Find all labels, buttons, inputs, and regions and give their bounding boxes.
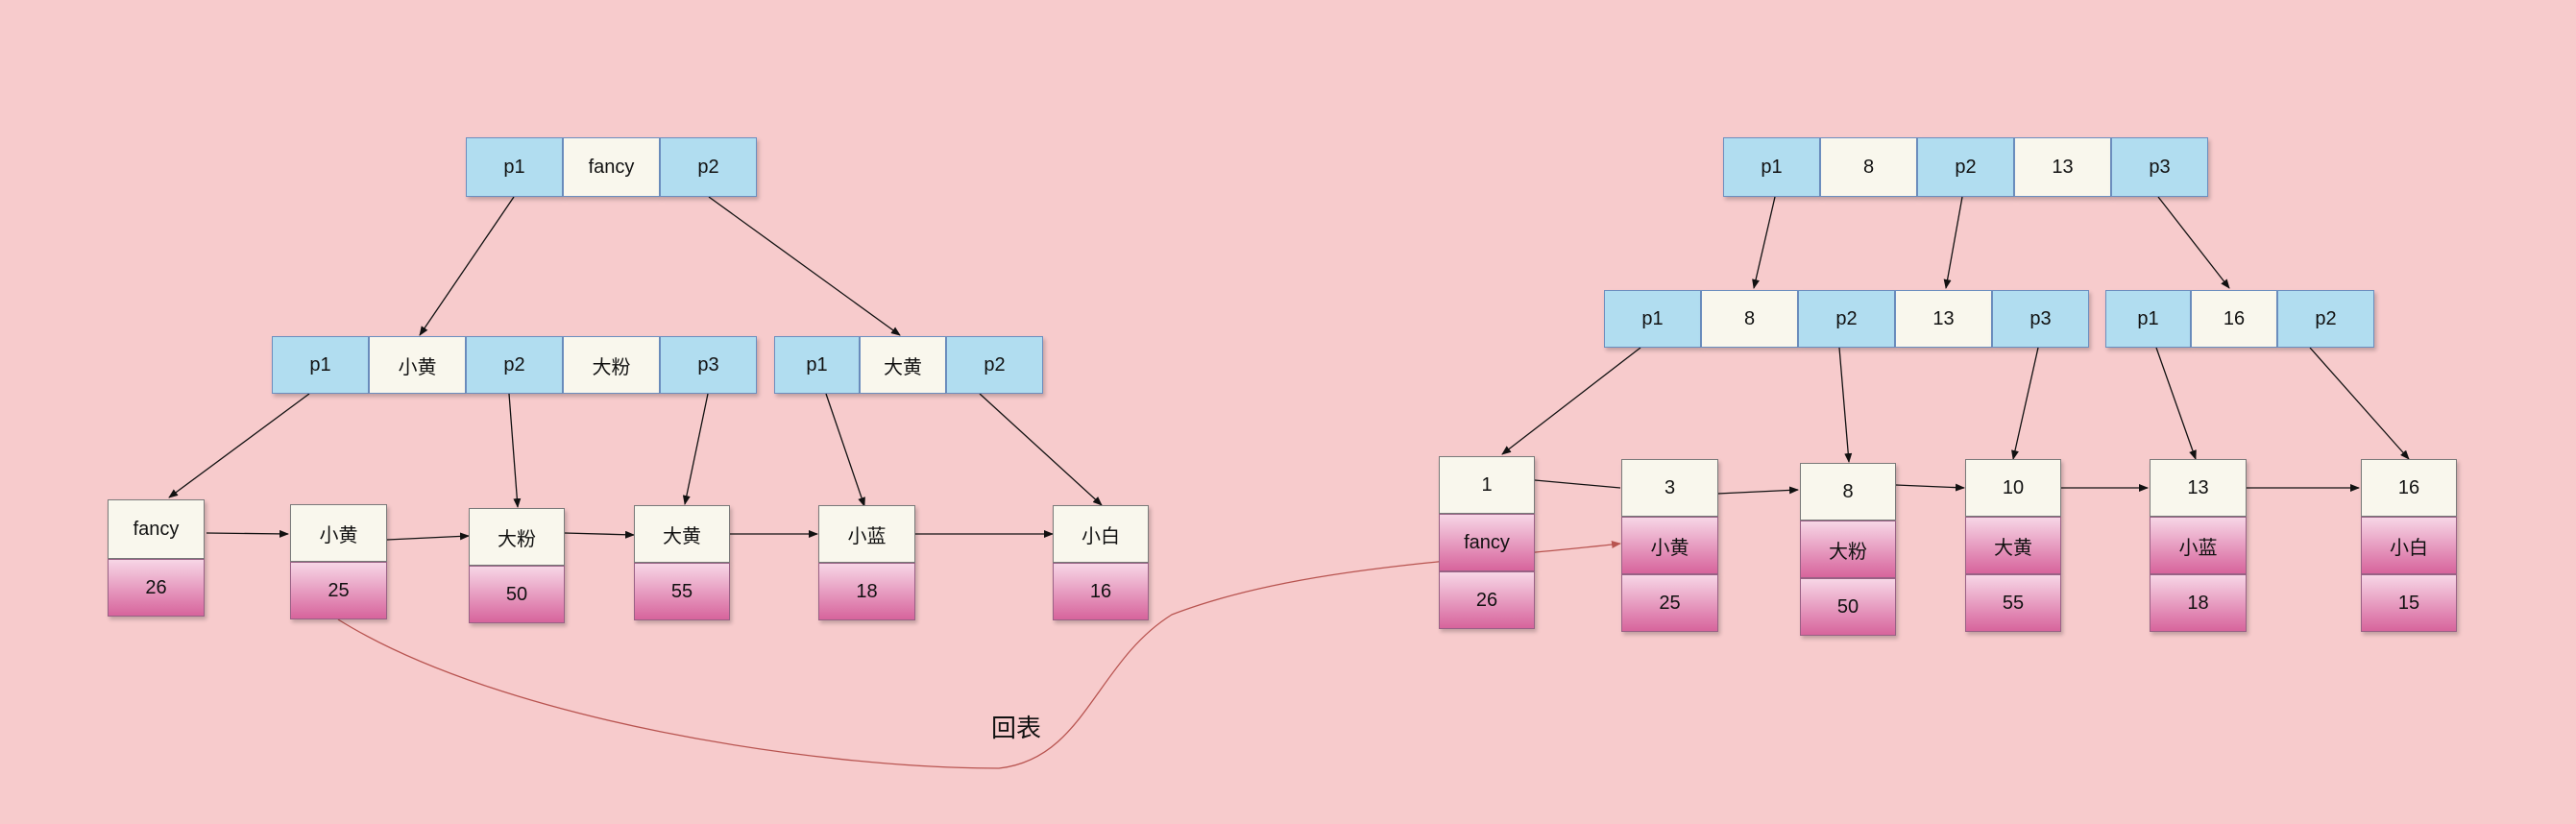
edge-pleaf-3-4 xyxy=(1895,483,1965,492)
secondary-leaf-key: 小白 xyxy=(1053,505,1149,563)
secondary-inner-left-p3: p3 xyxy=(660,336,757,394)
secondary-inner-right-p2: p2 xyxy=(946,336,1043,394)
primary-root-key1: 8 xyxy=(1820,137,1917,197)
secondary-leaf-pk: 50 xyxy=(469,566,565,623)
lookup-caption: 回表 xyxy=(991,714,1042,742)
secondary-inner-left-key1: 小黄 xyxy=(369,336,466,394)
secondary-leaf-key: 大黄 xyxy=(634,505,730,563)
primary-leaf-id: 1 xyxy=(1439,456,1535,514)
lookup-back-to-table-curve xyxy=(337,541,1621,769)
secondary-inner-left-key2: 大粉 xyxy=(563,336,660,394)
primary-leaf-name: 大黄 xyxy=(1965,517,2061,574)
primary-inner-left-p1: p1 xyxy=(1604,290,1701,348)
secondary-inner-left-p1: p1 xyxy=(272,336,369,394)
edge-leaf-2-3 xyxy=(386,532,470,541)
primary-leaf-id: 13 xyxy=(2150,459,2247,517)
secondary-root-p2: p2 xyxy=(660,137,757,197)
primary-leaf-value: 25 xyxy=(1621,574,1718,632)
edge-proot-p1 xyxy=(1752,196,1776,289)
primary-leaf-name: 小蓝 xyxy=(2150,517,2247,574)
edge-leaf-3-4 xyxy=(564,530,635,539)
secondary-leaf-key: fancy xyxy=(108,499,205,559)
edge-inner-right-p1 xyxy=(825,393,865,507)
primary-leaf-name: 小白 xyxy=(2361,517,2457,574)
secondary-inner-right-key: 大黄 xyxy=(860,336,946,394)
edge-root-p1 xyxy=(419,196,515,336)
edge-root-p2 xyxy=(708,196,901,336)
secondary-leaf-key: 小蓝 xyxy=(818,505,915,563)
edge-pinner-right-p1 xyxy=(2155,347,2197,460)
secondary-root-p1: p1 xyxy=(466,137,563,197)
primary-leaf-id: 10 xyxy=(1965,459,2061,517)
edge-proot-p3 xyxy=(2157,196,2230,289)
primary-root-p2: p2 xyxy=(1917,137,2014,197)
primary-root-key2: 13 xyxy=(2014,137,2111,197)
primary-inner-right-p2: p2 xyxy=(2277,290,2374,348)
primary-inner-left-p2: p2 xyxy=(1798,290,1895,348)
primary-inner-left-key2: 13 xyxy=(1895,290,1992,348)
secondary-inner-right-p1: p1 xyxy=(774,336,860,394)
edge-inner-left-p2 xyxy=(508,393,522,508)
edge-pinner-left-p1 xyxy=(1501,347,1641,455)
primary-inner-left-p3: p3 xyxy=(1992,290,2089,348)
primary-inner-right-p1: p1 xyxy=(2105,290,2191,348)
edge-pinner-left-p3 xyxy=(2011,347,2039,460)
edge-inner-left-p3 xyxy=(682,393,709,505)
secondary-leaf-key: 小黄 xyxy=(290,504,387,562)
primary-leaf-id: 16 xyxy=(2361,459,2457,517)
primary-leaf-value: 18 xyxy=(2150,574,2247,632)
primary-inner-left-key1: 8 xyxy=(1701,290,1798,348)
secondary-leaf-pk: 55 xyxy=(634,563,730,620)
secondary-leaf-key: 大粉 xyxy=(469,508,565,566)
primary-leaf-value: 26 xyxy=(1439,571,1535,629)
primary-leaf-id: 8 xyxy=(1800,463,1896,521)
edge-pleaf-2-3 xyxy=(1716,486,1799,495)
primary-root-p1: p1 xyxy=(1723,137,1820,197)
edge-pinner-left-p2 xyxy=(1838,347,1853,463)
primary-leaf-name: 小黄 xyxy=(1621,517,1718,574)
secondary-root-key: fancy xyxy=(563,137,660,197)
edge-pinner-right-p2 xyxy=(2309,347,2410,460)
edge-leaf-1-2 xyxy=(206,529,289,538)
primary-inner-right-key: 16 xyxy=(2191,290,2277,348)
primary-root-p3: p3 xyxy=(2111,137,2208,197)
primary-leaf-name: fancy xyxy=(1439,514,1535,571)
secondary-leaf-pk: 16 xyxy=(1053,563,1149,620)
secondary-leaf-pk: 18 xyxy=(818,563,915,620)
secondary-inner-left-p2: p2 xyxy=(466,336,563,394)
edge-proot-p2 xyxy=(1943,196,1963,289)
primary-leaf-value: 55 xyxy=(1965,574,2061,632)
primary-leaf-name: 大粉 xyxy=(1800,521,1896,578)
secondary-leaf-pk: 26 xyxy=(108,559,205,617)
edge-pleaf-1-2 xyxy=(1534,479,1621,489)
primary-leaf-value: 50 xyxy=(1800,578,1896,636)
edge-inner-right-p2 xyxy=(979,393,1103,506)
edge-inner-left-p1 xyxy=(168,393,310,498)
secondary-leaf-pk: 25 xyxy=(290,562,387,619)
primary-leaf-value: 15 xyxy=(2361,574,2457,632)
primary-leaf-id: 3 xyxy=(1621,459,1718,517)
